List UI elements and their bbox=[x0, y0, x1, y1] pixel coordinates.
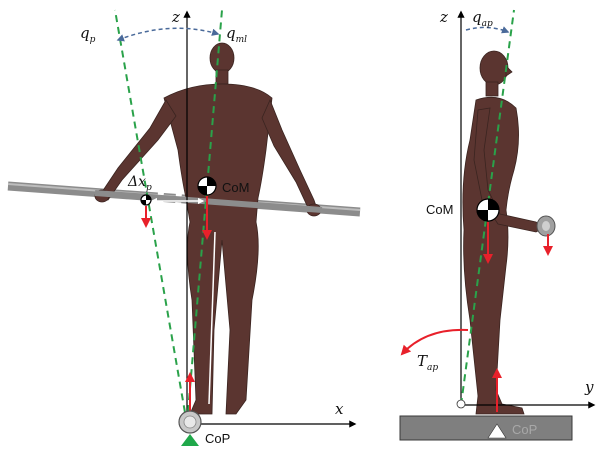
side-cop-marker bbox=[487, 423, 507, 439]
side-platform bbox=[399, 415, 573, 441]
front-pole-com-marker bbox=[140, 194, 152, 206]
front-cop-label: CoP bbox=[205, 431, 230, 446]
front-angle-arc bbox=[116, 27, 220, 42]
side-ankle-joint bbox=[456, 399, 466, 409]
front-cop-marker bbox=[181, 434, 199, 446]
side-dumbbell bbox=[536, 215, 556, 237]
side-cop-label: CoP bbox=[512, 422, 537, 437]
front-body-com-marker bbox=[197, 176, 217, 196]
side-qap-label: qap bbox=[472, 8, 493, 29]
side-z-label: z bbox=[439, 8, 448, 26]
front-x-label: x bbox=[335, 400, 344, 418]
side-torque-arrow bbox=[400, 328, 469, 356]
front-dx-label: Δxp bbox=[127, 174, 152, 193]
side-com-label: CoM bbox=[426, 202, 453, 217]
front-qp-line bbox=[114, 9, 188, 425]
front-view: z x qp qml Δxp bbox=[7, 8, 361, 446]
side-qap-line bbox=[460, 9, 515, 406]
side-body-com-marker bbox=[476, 198, 500, 222]
front-pole-grip bbox=[94, 190, 323, 213]
side-view: z y qap CoM Tap CoP bbox=[399, 8, 596, 441]
front-qml-label: qml bbox=[226, 24, 247, 45]
front-z-label: z bbox=[171, 8, 180, 26]
side-y-label: y bbox=[584, 378, 594, 396]
front-qml-line bbox=[186, 9, 223, 425]
front-body-midline bbox=[208, 231, 216, 405]
side-angle-arc bbox=[465, 26, 510, 34]
side-tap-label: Tap bbox=[417, 352, 438, 373]
front-com-label: CoM bbox=[222, 180, 249, 195]
side-human-figure bbox=[462, 50, 545, 415]
front-qp-label: qp bbox=[80, 24, 96, 45]
front-cop-wheel bbox=[178, 410, 202, 434]
